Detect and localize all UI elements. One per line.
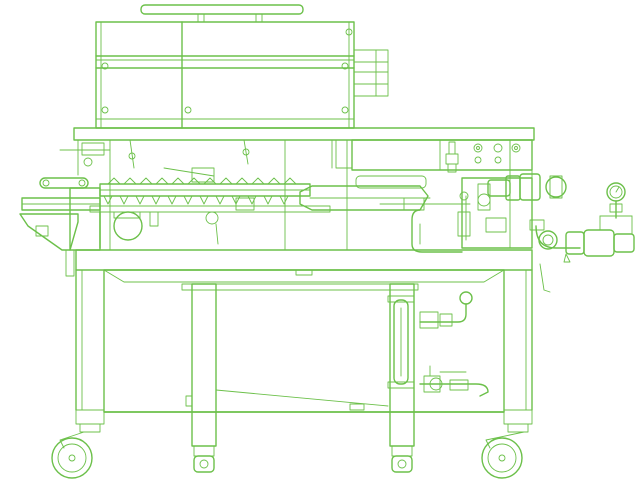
- drain-valves: [419, 291, 489, 397]
- piping-right: [411, 173, 567, 253]
- top-hood: [95, 4, 389, 129]
- side-bracket: [35, 225, 551, 293]
- caster-center-left: [193, 445, 215, 473]
- caster-center-right: [391, 445, 413, 473]
- upper-frame: [73, 127, 535, 251]
- outlet-valve: [529, 215, 635, 263]
- legs: [75, 283, 533, 447]
- caster-front-right: [481, 423, 529, 479]
- bucket-chain: [89, 139, 331, 249]
- pressure-gauge: [606, 182, 626, 219]
- discharge-chute: [299, 175, 471, 211]
- control-panel: [439, 139, 521, 173]
- main-frame: [75, 249, 533, 413]
- caster-front-left: [51, 423, 101, 479]
- feed-conveyor: [19, 139, 111, 277]
- level-gauge: [387, 295, 415, 389]
